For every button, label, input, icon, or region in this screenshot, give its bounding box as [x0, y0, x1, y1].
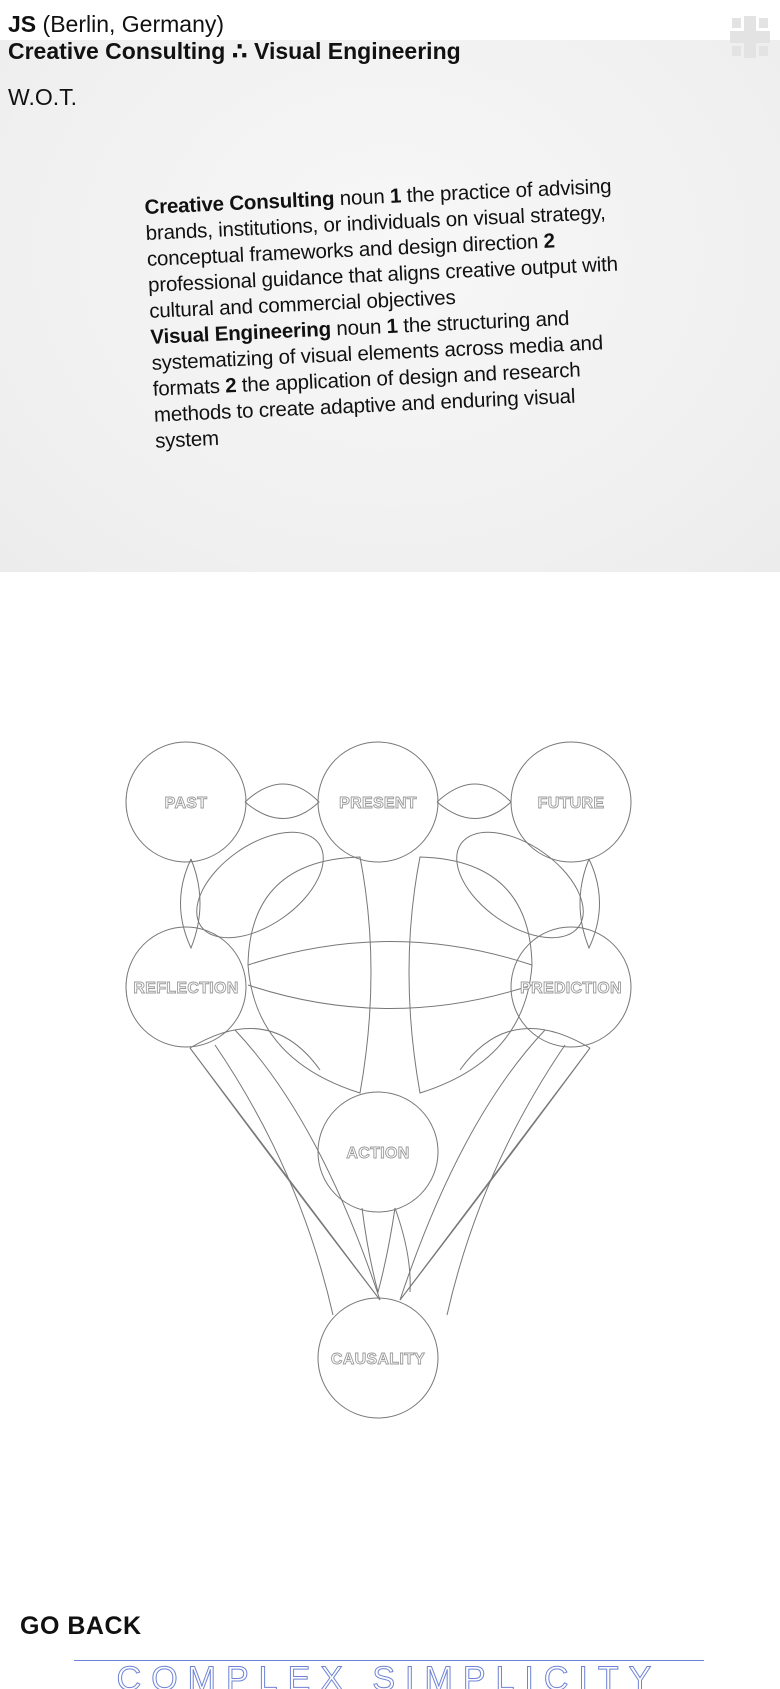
footer-banner: COMPLEX SIMPLICITY [74, 1660, 704, 1689]
sense-number: 2 [543, 229, 556, 253]
node-label-causality: CAUSALITY [331, 1351, 425, 1368]
node-label-future: FUTURE [538, 795, 605, 812]
node-circle-future [510, 741, 632, 863]
sense-number: 1 [389, 184, 402, 208]
sense-number: 2 [224, 374, 237, 398]
part-of-speech: noun [339, 185, 385, 211]
initials: JS [8, 11, 37, 37]
definitions-text: Creative Consulting noun 1 the practice … [144, 173, 645, 455]
node-label-past: PAST [165, 795, 208, 812]
wot-diagram: PAST PRESENT FUTURE REFLECTION PREDICTIO… [125, 741, 632, 1419]
diagram-labels: PAST PRESENT FUTURE REFLECTION PREDICTIO… [133, 795, 622, 1369]
diagram-nodes [125, 741, 632, 1419]
node-circle-causality [317, 1297, 439, 1419]
node-circle-prediction [510, 926, 632, 1048]
node-circle-past [125, 741, 247, 863]
part-of-speech: noun [335, 315, 382, 341]
page-subtitle: W.O.T. [8, 84, 77, 110]
site-header: JS (Berlin, Germany) Creative Consulting… [8, 10, 461, 111]
tagline: Creative Consulting ∴ Visual Engineering [8, 38, 461, 64]
plus-icon[interactable] [730, 16, 770, 58]
header-name-line: JS (Berlin, Germany) [8, 10, 461, 38]
node-circle-present [317, 741, 439, 863]
definition-creative-consulting: Creative Consulting noun 1 the practice … [144, 173, 639, 325]
location: (Berlin, Germany) [42, 11, 225, 37]
definition-visual-engineering: Visual Engineering noun 1 the structurin… [150, 303, 645, 455]
diagram-connectors [180, 783, 600, 1316]
node-label-action: ACTION [346, 1145, 409, 1162]
node-label-present: PRESENT [339, 795, 417, 812]
node-label-prediction: PREDICTION [520, 980, 622, 997]
scanned-definition-image [0, 40, 780, 572]
sense-number: 1 [386, 314, 399, 339]
banner-text: COMPLEX SIMPLICITY [116, 1660, 662, 1689]
node-circle-action [317, 1091, 439, 1213]
node-label-reflection: REFLECTION [133, 980, 238, 997]
go-back-link[interactable]: GO BACK [20, 1612, 142, 1640]
node-circle-reflection [125, 926, 247, 1048]
